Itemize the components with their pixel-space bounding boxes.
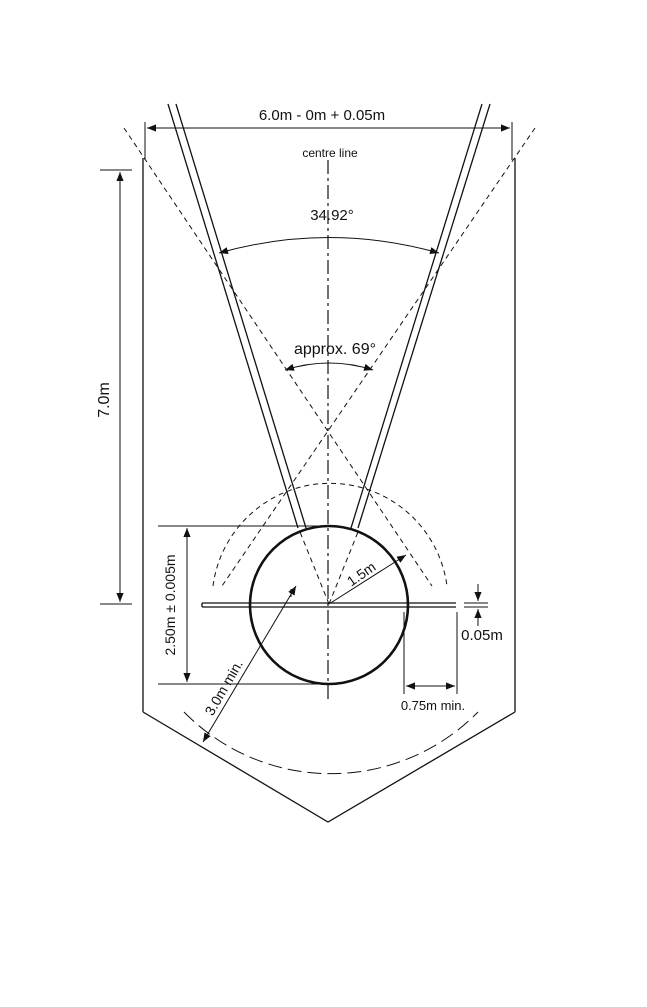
cage-angle-dimension: approx. 69° (284, 341, 376, 371)
field-boundary (142, 158, 516, 823)
board-height-label: 0.05m (461, 627, 503, 644)
centre-line-label: centre line (302, 146, 358, 160)
outer-dashed-arc (212, 482, 448, 587)
height-dimension: 7.0m (96, 169, 132, 605)
sector-lines (123, 127, 536, 587)
clearance-arc (183, 711, 479, 775)
clearance-radius-label: 3.0m min. (201, 657, 246, 718)
height-label: 7.0m (96, 382, 113, 418)
cage-depth-dimension: 2.50m ± 0.005m (158, 525, 338, 685)
cage-angle-label: approx. 69° (294, 341, 376, 358)
sector-width-dimension: 6.0m - 0m + 0.05m (144, 107, 513, 160)
sector-width-label: 6.0m - 0m + 0.05m (259, 107, 385, 124)
sector-angle-label: 34.92° (310, 207, 354, 224)
board-height-dimension: 0.05m (461, 584, 503, 644)
throwing-circle (248, 524, 410, 686)
side-clearance-dimension: 0.75m min. (401, 612, 465, 713)
radius-label: 1.5m (344, 558, 379, 589)
side-clearance-label: 0.75m min. (401, 698, 465, 713)
sector-angle-dimension: 34.92° (218, 207, 440, 255)
clearance-radius-dimension: 3.0m min. (201, 585, 297, 743)
cage-netting (167, 103, 491, 529)
radius-dimension: 1.5m (299, 531, 407, 605)
cage-depth-label: 2.50m ± 0.005m (162, 554, 178, 655)
